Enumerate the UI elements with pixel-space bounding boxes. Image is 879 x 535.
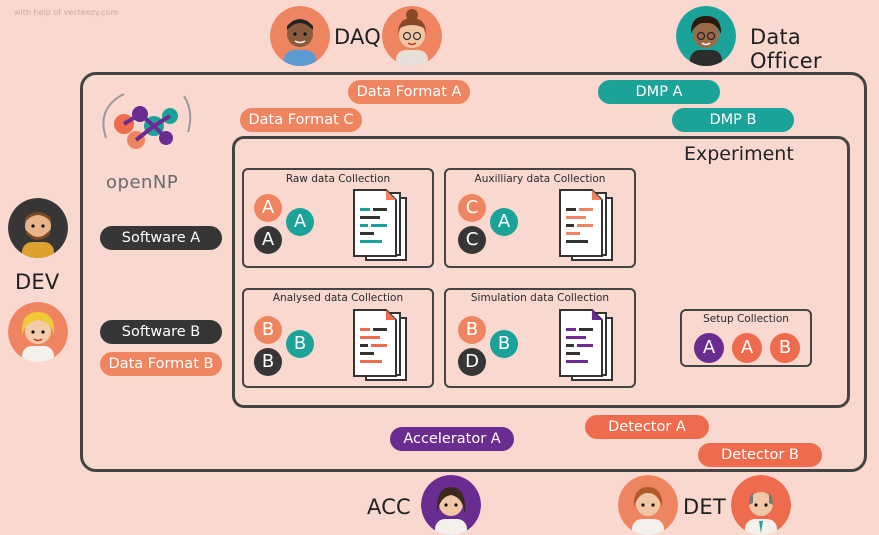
auxilliary-data-collection: Auxilliary data Collection C A C — [444, 168, 636, 268]
accelerator-a-pill: Accelerator A — [390, 427, 514, 451]
document-stack-icon — [558, 188, 616, 268]
det-avatar-2 — [731, 475, 791, 535]
role-daq: DAQ — [334, 25, 381, 49]
aux-circle-1: C — [458, 194, 486, 222]
role-acc: ACC — [367, 495, 411, 519]
analysed-circle-2: B — [286, 330, 314, 358]
setup-circle-1: A — [694, 333, 724, 363]
sim-circle-1: B — [458, 316, 486, 344]
role-data-officer: Data Officer — [750, 25, 822, 73]
role-dev: DEV — [15, 270, 60, 294]
data-format-a-pill: Data Format A — [348, 80, 470, 104]
raw-circle-3: A — [254, 226, 282, 254]
software-b-pill: Software B — [100, 320, 222, 344]
dmp-a-pill: DMP A — [598, 80, 720, 104]
dmp-b-pill: DMP B — [672, 108, 794, 132]
aux-circle-3: C — [458, 226, 486, 254]
raw-circle-1: A — [254, 194, 282, 222]
sim-circle-2: B — [490, 330, 518, 358]
logo-text: openNP — [106, 172, 179, 193]
aux-collection-title: Auxilliary data Collection — [474, 173, 606, 185]
analysed-data-collection: Analysed data Collection B B B — [242, 288, 434, 388]
setup-circle-3: B — [770, 333, 800, 363]
setup-collection: Setup Collection A A B — [680, 309, 812, 367]
experiment-title: Experiment — [684, 143, 794, 165]
project-boundary — [80, 72, 867, 472]
detector-a-pill: Detector A — [585, 415, 709, 439]
analysed-circle-1: B — [254, 316, 282, 344]
raw-data-collection: Raw data Collection A A A — [242, 168, 434, 268]
dev-avatar-2 — [8, 302, 68, 362]
acc-avatar — [421, 475, 481, 535]
setup-collection-title: Setup Collection — [703, 313, 789, 325]
raw-collection-title: Raw data Collection — [285, 173, 391, 185]
aux-circle-2: A — [490, 208, 518, 236]
sim-circle-3: D — [458, 348, 486, 376]
document-stack-icon — [352, 188, 410, 268]
data-format-c-pill: Data Format C — [240, 108, 362, 132]
daq-avatar-2 — [382, 6, 442, 66]
simulation-data-collection: Simulation data Collection B B D — [444, 288, 636, 388]
raw-circle-2: A — [286, 208, 314, 236]
software-a-pill: Software A — [100, 226, 222, 250]
setup-circle-2: A — [732, 333, 762, 363]
role-det: DET — [683, 495, 726, 519]
daq-avatar-1 — [270, 6, 330, 66]
det-avatar-1 — [618, 475, 678, 535]
analysed-circle-3: B — [254, 348, 282, 376]
data-officer-avatar — [676, 6, 736, 66]
data-format-b-pill: Data Format B — [100, 352, 222, 376]
sim-collection-title: Simulation data Collection — [470, 292, 610, 304]
opennp-logo-icon — [94, 86, 202, 172]
experiment-box — [232, 136, 850, 408]
detector-b-pill: Detector B — [698, 443, 822, 467]
dev-avatar-1 — [8, 198, 68, 258]
analysed-collection-title: Analysed data Collection — [272, 292, 404, 304]
credit-text: with help of vecteezy.com — [14, 8, 119, 17]
document-stack-icon — [352, 308, 410, 388]
document-stack-icon — [558, 308, 616, 388]
